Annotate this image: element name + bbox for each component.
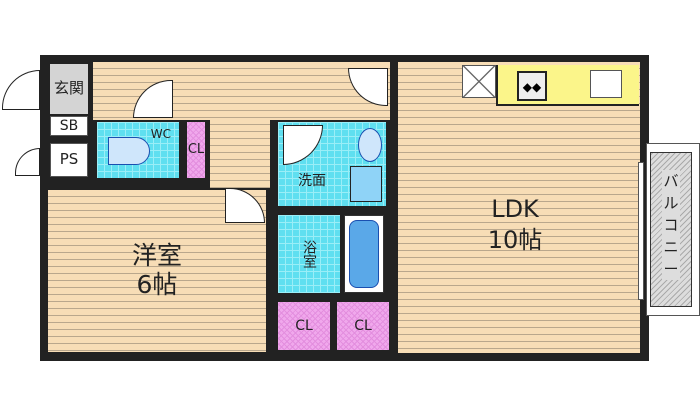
entrance: 玄関 — [50, 64, 88, 114]
balcony-window[interactable] — [638, 162, 644, 300]
sb-label: SB — [59, 117, 79, 134]
cl-wc-label: CL — [187, 141, 205, 157]
entrance-door[interactable] — [2, 70, 40, 110]
wc-label: WC — [150, 127, 171, 141]
ps-door[interactable] — [15, 148, 40, 176]
toilet-icon — [108, 137, 150, 165]
closet-left: CL — [278, 302, 330, 350]
washroom-label: 洗面 — [298, 172, 326, 189]
wash-basin-icon — [358, 128, 382, 162]
shoe-box: SB — [50, 116, 88, 136]
closet-right: CL — [337, 302, 389, 350]
ldk-size: 10帖 — [487, 226, 543, 254]
wc-closet: CL — [187, 122, 205, 178]
stove-icon: ◆◆ — [517, 71, 547, 101]
cl-right-label: CL — [354, 317, 372, 334]
ps-label: PS — [59, 150, 79, 169]
bathtub-icon — [344, 215, 384, 293]
cl-left-label: CL — [295, 317, 313, 334]
western-room-name: 洋室 — [131, 241, 182, 271]
bathroom-label: 浴室 — [301, 240, 318, 268]
western-room-size: 6帖 — [136, 270, 178, 299]
washing-machine-icon — [350, 166, 382, 202]
entrance-label: 玄関 — [53, 79, 84, 98]
pipe-space: PS — [50, 143, 88, 177]
refrigerator-space — [462, 65, 496, 98]
bathroom: 浴室 — [278, 215, 340, 293]
sink-icon — [590, 70, 622, 98]
ldk-name: LDK — [491, 195, 539, 223]
hallway-floor-2 — [210, 118, 270, 188]
balcony-label: バルコニー — [662, 170, 680, 280]
ldk — [398, 62, 640, 353]
